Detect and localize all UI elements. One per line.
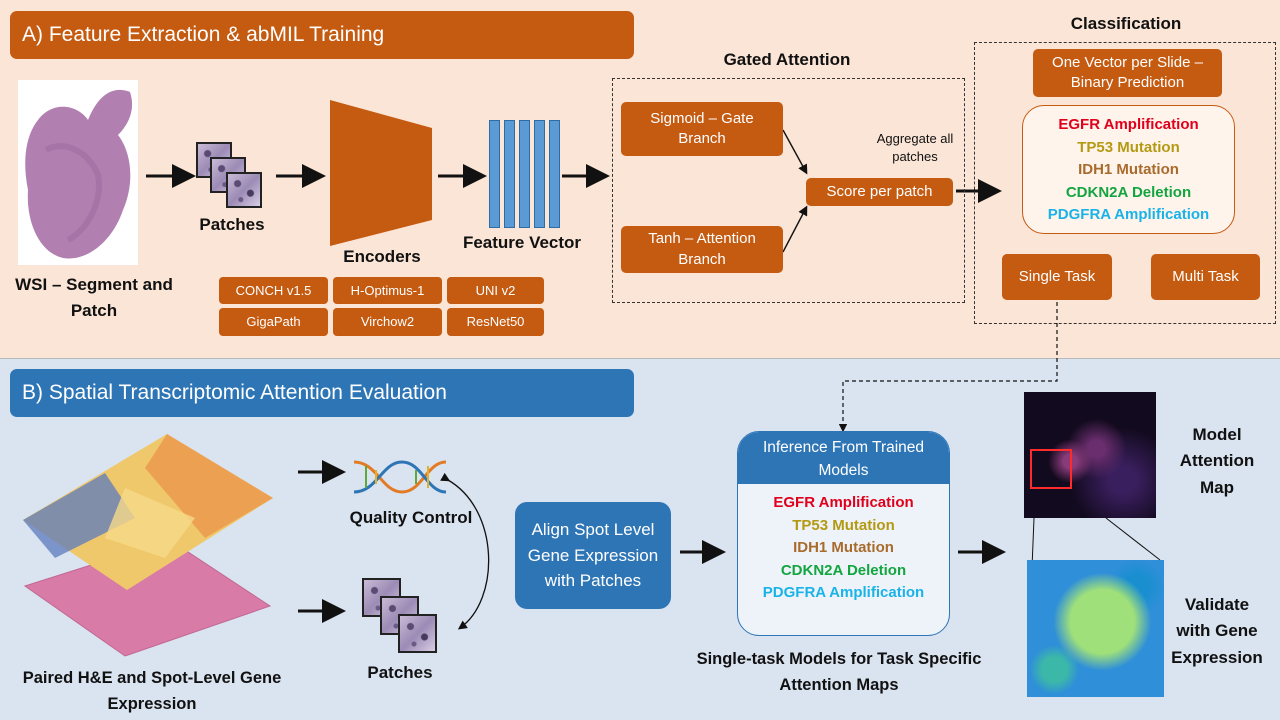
arrow-tanh-to-score — [782, 205, 808, 253]
inference-target-cdkn2a: CDKN2A Deletion — [780, 561, 907, 579]
sigmoid-gate-branch: Sigmoid – Gate Branch — [621, 102, 783, 156]
multi-task-box: Multi Task — [1151, 254, 1260, 300]
validate-label: Validate with Gene Expression — [1171, 595, 1263, 667]
encoder-hoptimus: H-Optimus-1 — [333, 277, 442, 304]
inference-target-pdgfra: PDGFRA Amplification — [762, 584, 925, 601]
binary-prediction-box: One Vector per Slide – Binary Prediction — [1033, 49, 1222, 97]
zoom-line-right — [1105, 517, 1161, 561]
gene-expression-image — [1027, 560, 1164, 697]
patches-b-label: Patches — [367, 663, 433, 682]
patch-tile — [226, 172, 262, 208]
inference-target-tp53: TP53 Mutation — [792, 516, 895, 534]
target-tp53: TP53 Mutation — [1077, 138, 1180, 156]
wsi-label: WSI – Segment and Patch — [15, 275, 173, 320]
gated-attention-title: Gated Attention — [723, 50, 851, 69]
wsi-slide-image — [18, 80, 138, 265]
panel-a-arrows — [146, 129, 1002, 253]
encoder-resnet: ResNet50 — [447, 308, 544, 336]
score-per-patch: Score per patch — [806, 178, 953, 206]
target-idh1: IDH1 Mutation — [1078, 161, 1179, 178]
encoders-label: Encoders — [343, 247, 421, 266]
target-egfr: EGFR Amplification — [1058, 116, 1199, 133]
classification-title: Classification — [1070, 14, 1182, 33]
encoder-uni: UNI v2 — [447, 277, 544, 304]
align-box: Align Spot Level Gene Expression with Pa… — [515, 502, 671, 609]
paired-he-label: Paired H&E and Spot-Level Gene Expressio… — [22, 669, 282, 713]
attention-map-label: Model Attention Map — [1179, 425, 1255, 497]
encoder-conch: CONCH v1.5 — [219, 277, 328, 304]
quality-control-label: Quality Control — [349, 508, 473, 527]
inference-box: Inference From Trained Models EGFR Ampli… — [737, 431, 950, 636]
dna-icon — [353, 460, 447, 494]
paired-he-expression-image — [23, 434, 273, 657]
panel-b-header: B) Spatial Transcriptomic Attention Eval… — [10, 369, 634, 417]
attention-zoom-box — [1030, 449, 1072, 489]
single-task-caption: Single-task Models for Task Specific Att… — [696, 650, 982, 695]
encoder-virchow: Virchow2 — [333, 308, 442, 336]
attention-map-image — [1024, 392, 1156, 518]
panel-a-header: A) Feature Extraction & abMIL Training — [10, 11, 634, 59]
encoder-shape — [330, 100, 432, 246]
inference-target-idh1: IDH1 Mutation — [793, 539, 894, 556]
target-cdkn2a: CDKN2A Deletion — [1065, 183, 1192, 201]
patches-label: Patches — [199, 215, 265, 234]
encoder-gigapath: GigaPath — [219, 308, 328, 336]
classification-targets-box: EGFR Amplification TP53 Mutation IDH1 Mu… — [1022, 105, 1235, 234]
inference-target-egfr: EGFR Amplification — [773, 494, 914, 511]
classification-region — [974, 42, 1276, 324]
gated-attention-region — [612, 78, 965, 303]
feature-vector-label: Feature Vector — [462, 233, 582, 252]
single-task-box: Single Task — [1002, 254, 1112, 300]
inference-title: Inference From Trained Models — [738, 432, 949, 484]
feature-vector-bars — [489, 120, 561, 228]
aggregate-note: Aggregate all patches — [876, 131, 954, 165]
patch-tile — [398, 614, 437, 653]
qc-patches-cycle — [440, 472, 490, 630]
target-pdgfra: PDGFRA Amplification — [1047, 206, 1210, 223]
tanh-attention-branch: Tanh – Attention Branch — [621, 226, 783, 273]
arrow-sigmoid-to-score — [782, 129, 808, 175]
